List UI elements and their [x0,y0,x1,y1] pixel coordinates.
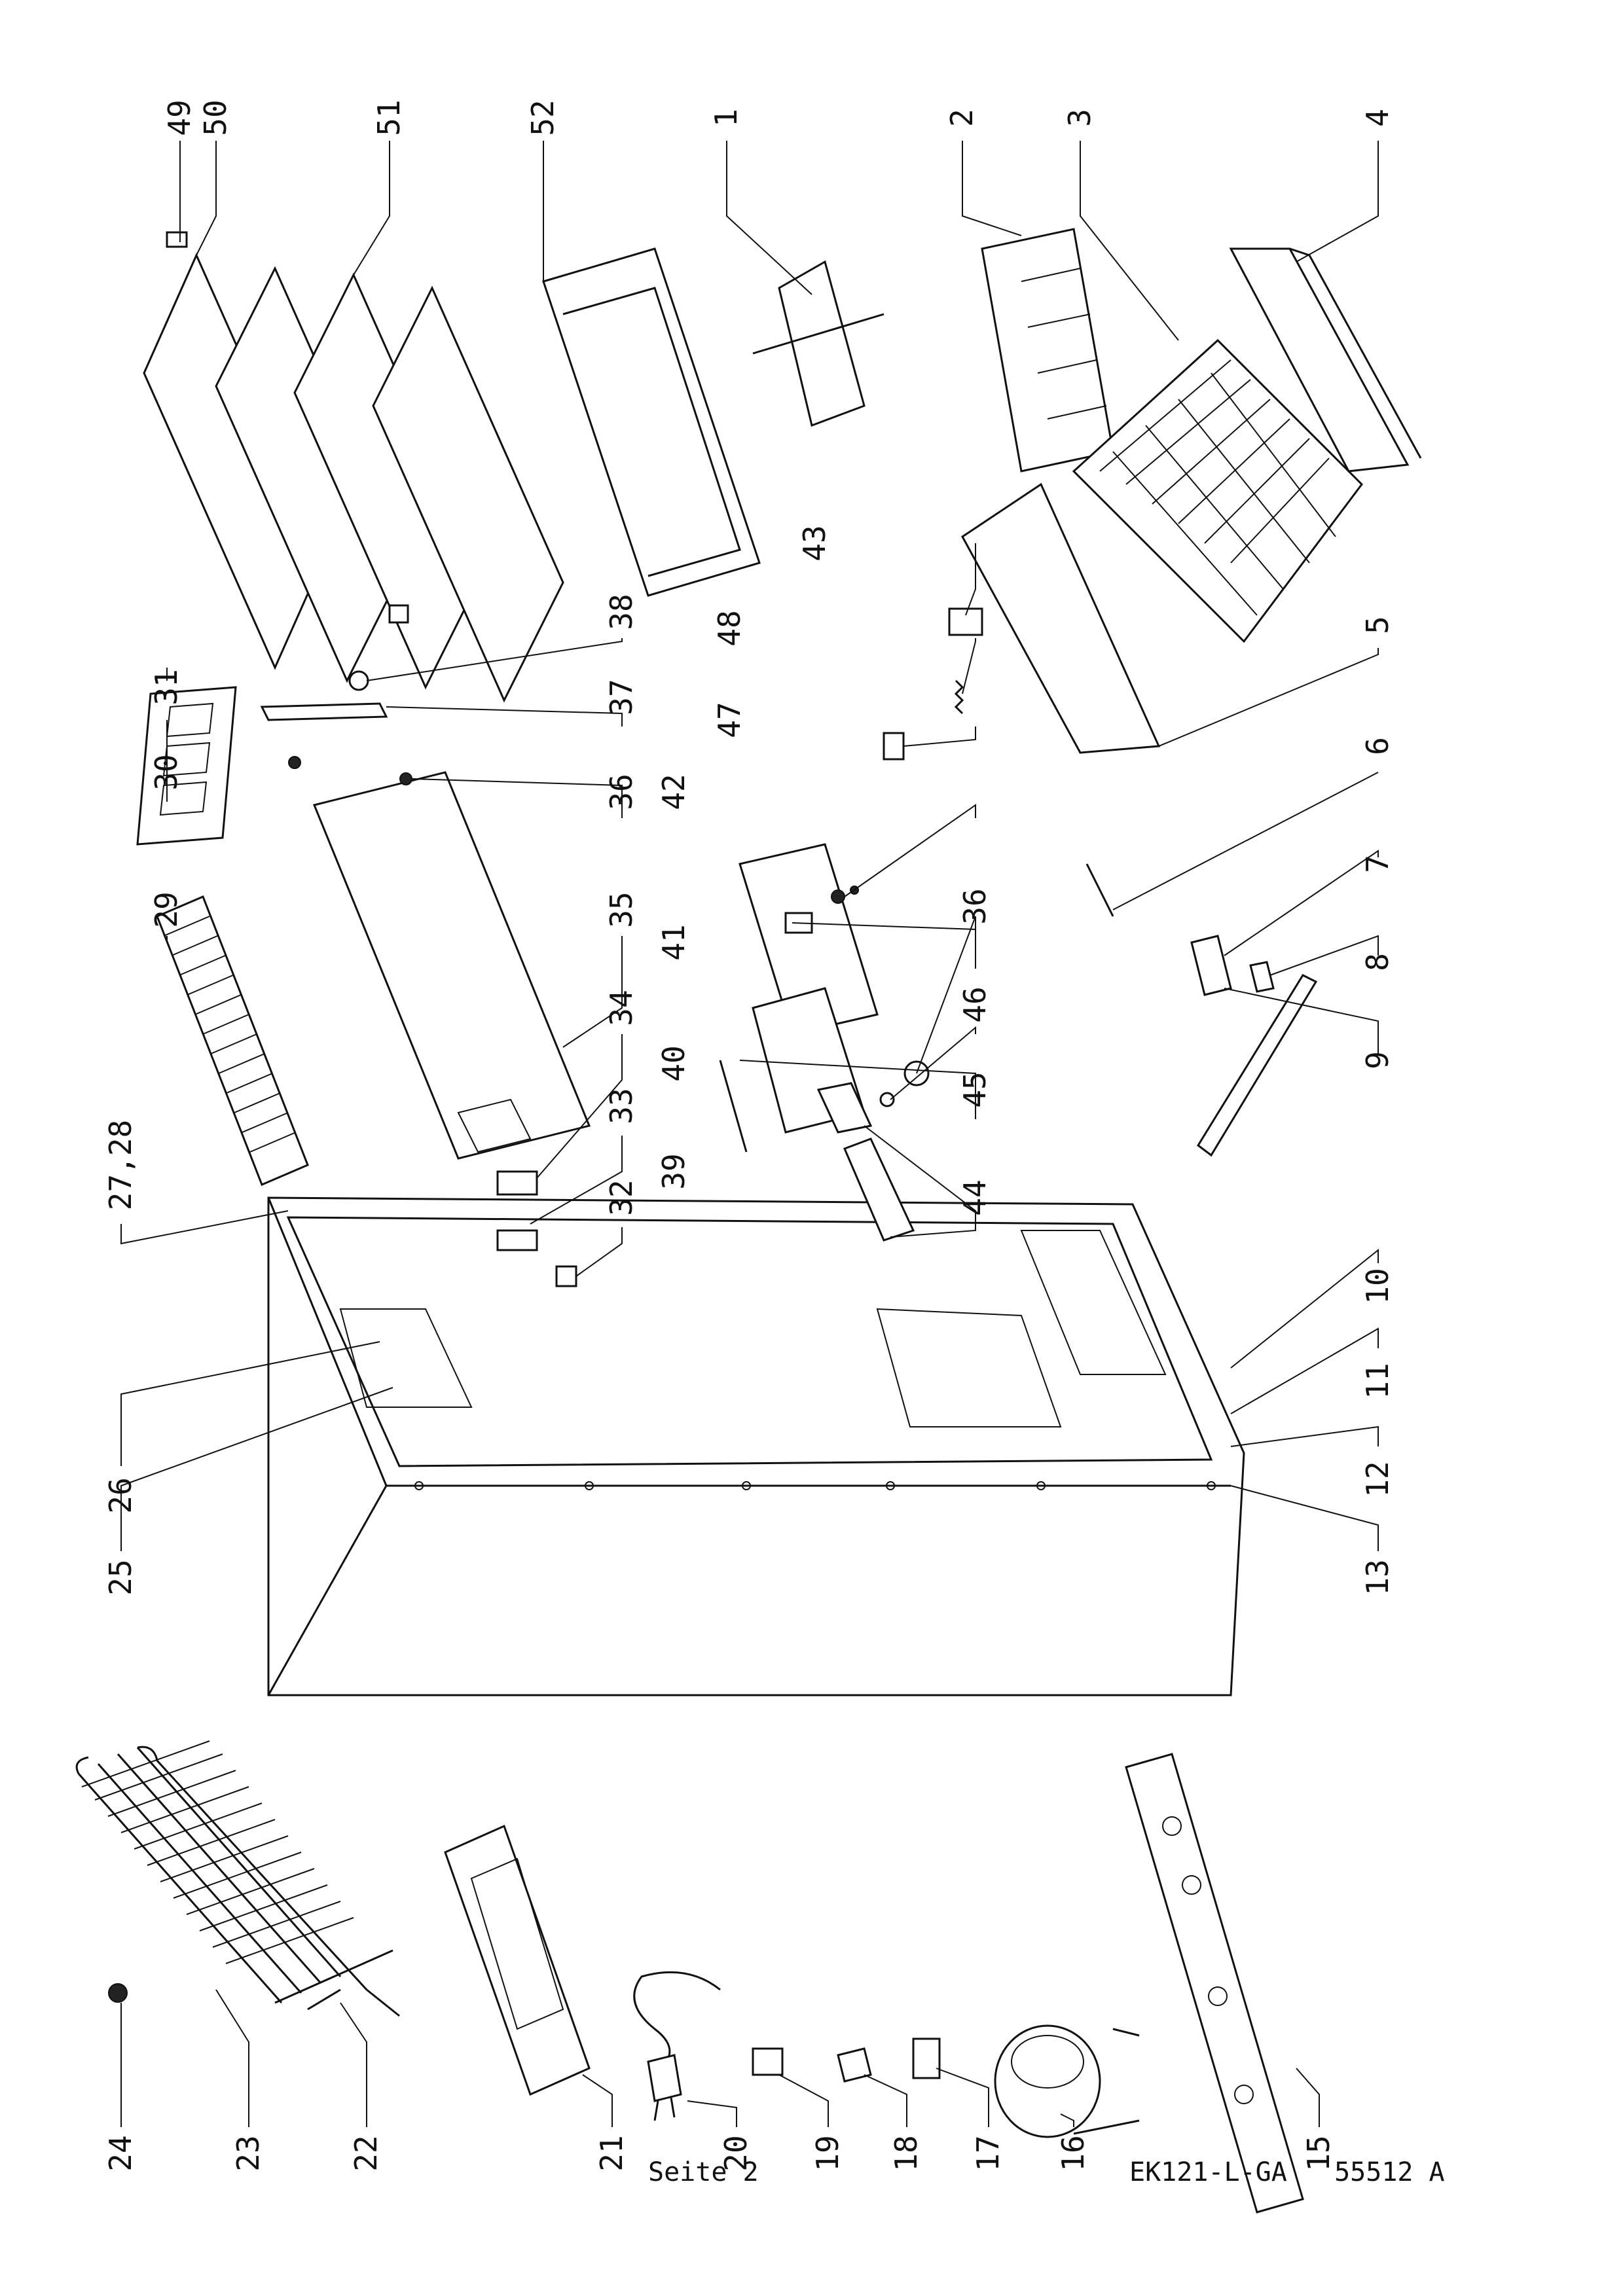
label-36b: 36 [957,888,993,924]
label-24: 24 [103,2135,138,2171]
hinge-part [1190,935,1232,996]
hinge-bar-lower [1197,974,1318,1157]
label-34: 34 [604,990,639,1026]
ice-tray [136,686,237,846]
handle-part [1085,863,1114,917]
label-23: 23 [230,2135,266,2171]
label-51: 51 [371,99,407,135]
small-part [496,1229,538,1251]
part-number-labels: 24 23 22 21 20 19 18 17 16 15 25 26 27,2… [103,99,1395,2171]
hinge-part [1249,961,1275,993]
label-37: 37 [604,679,639,715]
small-part [388,604,409,624]
label-1: 1 [708,109,744,127]
label-2: 2 [944,109,979,127]
page-label: Seite 2 [648,2157,759,2187]
leader-lines [120,141,1379,2127]
label-15: 15 [1301,2135,1336,2171]
label-40: 40 [656,1045,691,1081]
hinge-bar [260,670,412,785]
condenser-coil [75,1740,400,2017]
door-panel [312,771,591,1160]
label-36: 36 [604,774,639,810]
small-part [166,231,188,248]
label-43: 43 [797,525,832,561]
clip-part [837,2047,872,2083]
label-10: 10 [1360,1268,1395,1304]
label-38: 38 [604,594,639,630]
label-11: 11 [1360,1363,1395,1399]
spring-part [954,679,964,715]
lamp-holder [883,732,905,761]
label-18: 18 [888,2135,924,2171]
label-5: 5 [1360,616,1395,634]
label-42: 42 [656,774,691,810]
label-13: 13 [1360,1559,1395,1595]
label-39: 39 [656,1153,691,1189]
label-46: 46 [957,986,993,1022]
label-21: 21 [594,2135,629,2171]
label-45: 45 [957,1071,993,1107]
base-plate [1125,1753,1304,2214]
wire-shelf [156,895,309,1186]
label-25: 25 [103,1559,138,1595]
label-20: 20 [718,2135,754,2171]
capacitor-part [912,2037,941,2079]
label-49: 49 [162,99,197,135]
label-41: 41 [656,924,691,960]
label-47: 47 [712,702,747,738]
label-7: 7 [1360,855,1395,873]
cover-part [444,1824,591,2096]
label-6: 6 [1360,737,1395,755]
label-3: 3 [1062,109,1097,127]
label-9: 9 [1360,1051,1395,1069]
screw-part [831,889,845,904]
label-16: 16 [1055,2135,1091,2171]
label-31: 31 [149,669,184,705]
label-30: 30 [149,754,184,790]
bottle-rack [752,260,884,427]
label-44: 44 [957,1179,993,1215]
small-part [496,1170,538,1196]
label-32: 32 [604,1179,639,1215]
label-4: 4 [1360,109,1395,127]
label-22: 22 [348,2135,384,2171]
label-17: 17 [970,2135,1006,2171]
document-code: EK121-L-GA 55512 A [1129,2157,1445,2187]
relay-part [752,2047,784,2076]
label-48: 48 [712,610,747,646]
switch-part [948,607,983,636]
label-35: 35 [604,891,639,927]
label-19: 19 [810,2135,845,2171]
compressor [994,2024,1140,2138]
crisper-drawer [542,247,761,597]
wire-basket [1072,338,1363,643]
door-bin [981,228,1114,473]
label-26: 26 [103,1477,138,1513]
label-8: 8 [1360,953,1395,971]
refrigerator-cabinet [267,1196,1245,1696]
label-27-28: 27,28 [103,1120,138,1210]
label-50: 50 [198,99,233,135]
small-part [555,1265,577,1287]
glass-shelves [143,253,564,703]
label-12: 12 [1360,1461,1395,1497]
glass-tray [1229,247,1422,473]
label-33: 33 [604,1088,639,1124]
thermostat-housing [719,843,930,1242]
power-plug [633,1971,721,2121]
label-52: 52 [525,99,560,135]
label-29: 29 [149,891,184,927]
